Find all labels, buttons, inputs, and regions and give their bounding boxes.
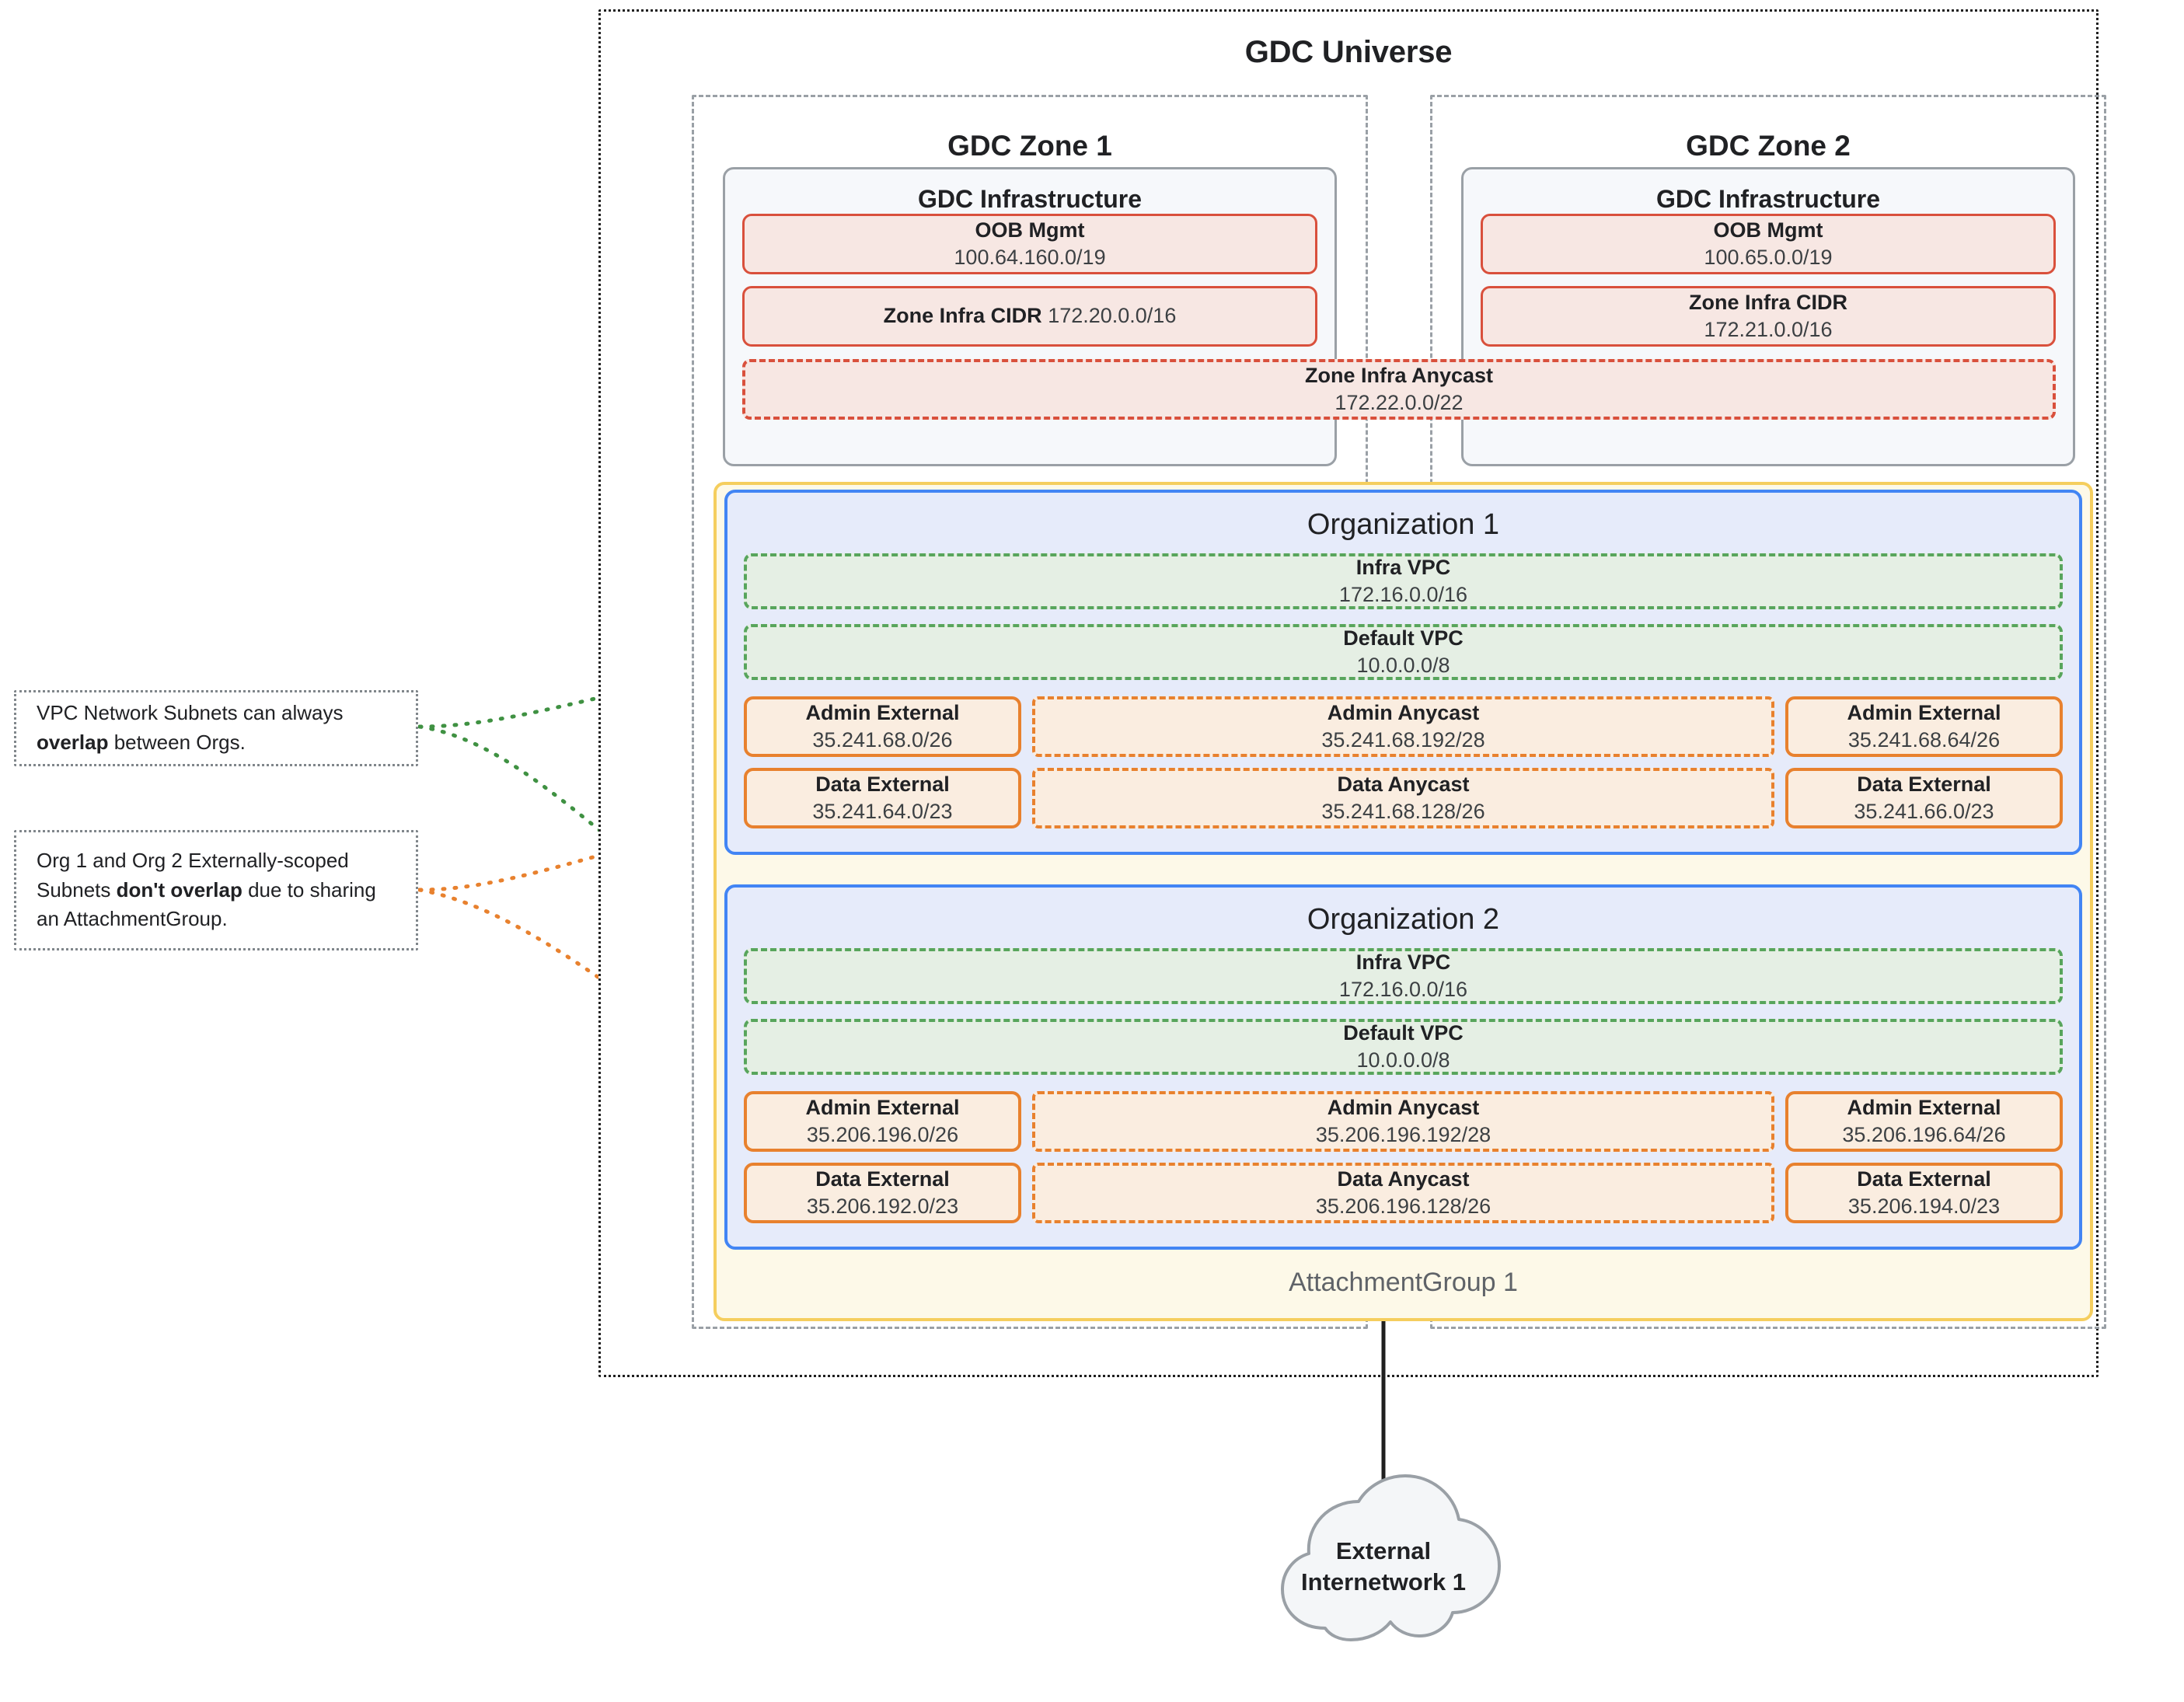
admin-anycast-cidr-1: 35.241.68.192/28 bbox=[1321, 728, 1485, 752]
zone-infra-anycast-box: Zone Infra Anycast 172.22.0.0/22 bbox=[742, 359, 2056, 420]
zone-infra-cidr-label-1: Zone Infra CIDR bbox=[883, 304, 1042, 328]
gdc-universe-title: GDC Universe bbox=[1244, 35, 1453, 69]
default-vpc-label-1: Default VPC bbox=[1343, 626, 1464, 650]
attachment-group-label: AttachmentGroup 1 bbox=[1289, 1268, 1518, 1297]
data-external-right-org-2: Data External 35.206.194.0/23 bbox=[1785, 1163, 2063, 1223]
admin-anycast-org-2: Admin Anycast 35.206.196.192/28 bbox=[1032, 1091, 1774, 1152]
data-anycast-cidr-1: 35.241.68.128/26 bbox=[1321, 800, 1485, 823]
zone-infra-cidr-value-2: 172.21.0.0/16 bbox=[1704, 318, 1833, 341]
infra-vpc-label-1: Infra VPC bbox=[1355, 556, 1451, 580]
zone-infra-cidr-label-2: Zone Infra CIDR bbox=[1688, 290, 1847, 314]
admin-external-left-org-1: Admin External 35.241.68.0/26 bbox=[744, 696, 1021, 757]
organization-2-title: Organization 2 bbox=[1307, 903, 1500, 936]
admin-external-left-org-2: Admin External 35.206.196.0/26 bbox=[744, 1091, 1021, 1152]
oob-mgmt-box-zone-2: OOB Mgmt 100.65.0.0/19 bbox=[1481, 214, 2056, 274]
admin-external-right-org-2: Admin External 35.206.196.64/26 bbox=[1785, 1091, 2063, 1152]
default-vpc-org-2: Default VPC 10.0.0.0/8 bbox=[744, 1019, 2063, 1075]
admin-anycast-label-2: Admin Anycast bbox=[1327, 1096, 1480, 1120]
default-vpc-label-2: Default VPC bbox=[1343, 1021, 1464, 1045]
callout-2-bold: don't overlap bbox=[116, 877, 242, 902]
data-anycast-cidr-2: 35.206.196.128/26 bbox=[1315, 1195, 1491, 1218]
callout-2-post: due to sharing an AttachmentGroup. bbox=[37, 877, 376, 931]
admin-external-right-org-1: Admin External 35.241.68.64/26 bbox=[1785, 696, 2063, 757]
callout-2-pre: Org 1 and Org 2 Externally-scoped Subnet… bbox=[37, 848, 349, 902]
data-external-right-org-1: Data External 35.241.66.0/23 bbox=[1785, 768, 2063, 828]
zone-infra-anycast-cidr: 172.22.0.0/22 bbox=[1334, 391, 1464, 414]
default-vpc-org-1: Default VPC 10.0.0.0/8 bbox=[744, 624, 2063, 680]
cloud-icon bbox=[1281, 1474, 1501, 1641]
oob-mgmt-cidr-2: 100.65.0.0/19 bbox=[1704, 246, 1833, 269]
admin-anycast-org-1: Admin Anycast 35.241.68.192/28 bbox=[1032, 696, 1774, 757]
default-vpc-cidr-1: 10.0.0.0/8 bbox=[1356, 654, 1450, 677]
gdc-zone-1-title: GDC Zone 1 bbox=[947, 130, 1112, 162]
oob-mgmt-label-1: OOB Mgmt bbox=[975, 218, 1085, 242]
data-external-left-cidr-1: 35.241.64.0/23 bbox=[812, 800, 953, 823]
data-anycast-label-2: Data Anycast bbox=[1337, 1167, 1470, 1191]
oob-mgmt-label-2: OOB Mgmt bbox=[1713, 218, 1823, 242]
data-external-left-org-1: Data External 35.241.64.0/23 bbox=[744, 768, 1021, 828]
callout-1-pre: VPC Network Subnets can always bbox=[37, 701, 344, 725]
zone-infra-cidr-box-zone-2: Zone Infra CIDR 172.21.0.0/16 bbox=[1481, 286, 2056, 347]
oob-mgmt-box-zone-1: OOB Mgmt 100.64.160.0/19 bbox=[742, 214, 1317, 274]
zone-infra-anycast-label: Zone Infra Anycast bbox=[1304, 363, 1494, 387]
infra-vpc-org-2: Infra VPC 172.16.0.0/16 bbox=[744, 948, 2063, 1004]
data-external-right-cidr-2: 35.206.194.0/23 bbox=[1847, 1195, 2001, 1218]
data-external-left-label-1: Data External bbox=[815, 773, 950, 797]
admin-external-right-label-2: Admin External bbox=[1847, 1096, 2001, 1120]
callout-external-scoped-no-overlap: Org 1 and Org 2 Externally-scoped Subnet… bbox=[14, 830, 418, 950]
data-external-left-cidr-2: 35.206.192.0/23 bbox=[806, 1195, 959, 1218]
admin-external-left-label-2: Admin External bbox=[805, 1096, 960, 1120]
admin-external-right-cidr-1: 35.241.68.64/26 bbox=[1847, 728, 2001, 752]
admin-anycast-label-1: Admin Anycast bbox=[1327, 701, 1480, 725]
data-external-right-cidr-1: 35.241.66.0/23 bbox=[1854, 800, 1994, 823]
data-anycast-org-1: Data Anycast 35.241.68.128/26 bbox=[1032, 768, 1774, 828]
data-external-right-label-2: Data External bbox=[1857, 1167, 1991, 1191]
infra-vpc-org-1: Infra VPC 172.16.0.0/16 bbox=[744, 553, 2063, 609]
data-external-left-org-2: Data External 35.206.192.0/23 bbox=[744, 1163, 1021, 1223]
admin-external-left-label-1: Admin External bbox=[805, 701, 960, 725]
infra-vpc-label-2: Infra VPC bbox=[1355, 950, 1451, 975]
oob-mgmt-cidr-1: 100.64.160.0/19 bbox=[954, 246, 1106, 269]
callout-vpc-overlap: VPC Network Subnets can always overlap b… bbox=[14, 690, 418, 766]
zone-infra-cidr-value-1: 172.20.0.0/16 bbox=[1048, 304, 1177, 328]
gdc-infrastructure-title-1: GDC Infrastructure bbox=[917, 185, 1143, 213]
admin-external-left-cidr-1: 35.241.68.0/26 bbox=[812, 728, 953, 752]
admin-external-right-cidr-2: 35.206.196.64/26 bbox=[1842, 1123, 2006, 1146]
admin-anycast-cidr-2: 35.206.196.192/28 bbox=[1315, 1123, 1491, 1146]
admin-external-left-cidr-2: 35.206.196.0/26 bbox=[806, 1123, 959, 1146]
callout-1-bold: overlap bbox=[37, 731, 109, 754]
admin-external-right-label-1: Admin External bbox=[1847, 701, 2001, 725]
data-external-left-label-2: Data External bbox=[815, 1167, 950, 1191]
gdc-infrastructure-title-2: GDC Infrastructure bbox=[1655, 185, 1881, 213]
gdc-zone-2-title: GDC Zone 2 bbox=[1686, 130, 1851, 162]
default-vpc-cidr-2: 10.0.0.0/8 bbox=[1356, 1048, 1450, 1072]
data-external-right-label-1: Data External bbox=[1857, 773, 1991, 797]
data-anycast-label-1: Data Anycast bbox=[1337, 773, 1470, 797]
external-internetwork-cloud: External Internetwork 1 bbox=[1251, 1461, 1516, 1663]
data-anycast-org-2: Data Anycast 35.206.196.128/26 bbox=[1032, 1163, 1774, 1223]
organization-1-title: Organization 1 bbox=[1307, 508, 1500, 541]
infra-vpc-cidr-1: 172.16.0.0/16 bbox=[1338, 583, 1468, 606]
zone-infra-cidr-box-zone-1: Zone Infra CIDR 172.20.0.0/16 bbox=[742, 286, 1317, 347]
callout-1-post: between Orgs. bbox=[108, 731, 246, 754]
infra-vpc-cidr-2: 172.16.0.0/16 bbox=[1338, 978, 1468, 1001]
